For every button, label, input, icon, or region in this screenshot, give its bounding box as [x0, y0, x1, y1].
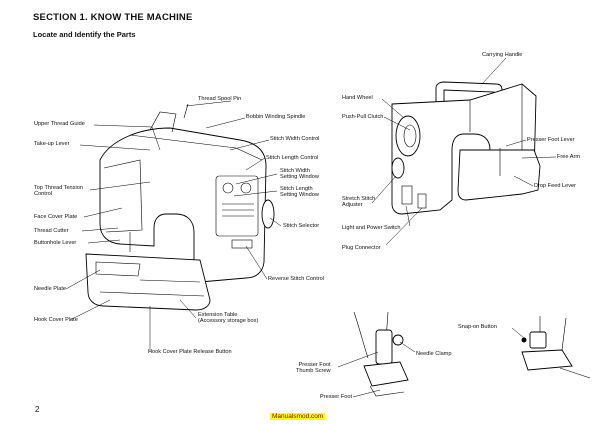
label-needle-plate: Needle Plate [34, 286, 67, 292]
label-hook-cover-plate: Hook Cover Plate [34, 317, 78, 323]
label-line: Top Thread Tension [34, 185, 83, 191]
leader-lines [65, 57, 557, 398]
snap-on-detail-illustration [521, 316, 591, 379]
label-buttonhole-lever: Buttonhole Lever [34, 240, 77, 246]
label-stitch-width-window: Stitch Width Setting Window [280, 168, 319, 181]
label-free-arm: Free Arm [557, 154, 581, 160]
label-line: Control [34, 191, 53, 198]
label-light-power-switch: Light and Power Switch [342, 225, 401, 231]
label-bobbin-winding-spindle: Bobbin Winding Spindle [246, 114, 306, 120]
label-line: Adjuster [342, 202, 363, 209]
label-face-cover-plate: Face Cover Plate [34, 214, 78, 220]
label-stitch-length-window: Stitch Length Setting Window [280, 186, 319, 199]
label-line: Extension Table [198, 312, 238, 318]
label-hook-cover-release-button: Hook Cover Plate Release Button [148, 349, 232, 355]
label-take-up-lever: Take-up Lever [34, 141, 70, 147]
label-stitch-length-control: Stitch Length Control [266, 155, 319, 161]
label-stitch-width-control: Stitch Width Control [270, 136, 320, 142]
label-carrying-handle: Carrying Handle [482, 52, 523, 58]
label-stretch-stitch-adjuster: Stretch Stitch Adjuster [342, 196, 375, 209]
label-line: Presser Foot [298, 362, 331, 368]
label-hand-wheel: Hand Wheel [342, 95, 373, 101]
label-line: Setting Window [280, 174, 319, 181]
label-line: (Accessory storage box) [198, 318, 259, 325]
label-extension-table: Extension Table (Accessory storage box) [198, 312, 258, 325]
presser-foot-detail-illustration [353, 311, 409, 397]
front-sewing-machine-illustration [85, 103, 275, 311]
label-drop-feed-lever: Drop Feed Lever [534, 183, 576, 189]
back-sewing-machine-illustration [391, 81, 541, 215]
label-plug-connector: Plug Connector [342, 245, 381, 251]
label-needle-clamp: Needle Clamp [416, 351, 452, 357]
label-upper-thread-guide: Upper Thread Guide [34, 121, 85, 127]
label-reverse-stitch-control: Reverse Stitch Control [268, 276, 324, 282]
label-line: Stitch Width [280, 168, 310, 174]
label-line: Stitch Length [280, 186, 313, 192]
label-presser-foot-thumb-screw: Presser Foot Thumb Screw [296, 362, 331, 375]
label-snap-on-button: Snap-on Button [458, 324, 497, 330]
label-thread-spool-pin: Thread Spool Pin [198, 96, 242, 102]
label-line: Stretch Stitch [342, 196, 376, 202]
watermark-link[interactable]: Manualsmod.com [270, 413, 326, 420]
label-presser-foot-lever: Presser Foot Lever [527, 137, 575, 143]
label-line: Setting Window [280, 192, 319, 199]
label-presser-foot: Presser Foot [320, 394, 353, 400]
page-number: 2 [35, 405, 40, 414]
section-title: SECTION 1. KNOW THE MACHINE [33, 12, 193, 23]
label-push-pull-clutch: Push-Pull Clutch [342, 114, 384, 120]
label-stitch-selector: Stitch Selector [283, 223, 320, 229]
label-top-thread-tension: Top Thread Tension Control [34, 185, 83, 198]
label-thread-cutter: Thread Cutter [34, 228, 69, 234]
page-subtitle: Locate and Identify the Parts [33, 30, 136, 39]
label-line: Thumb Screw [296, 368, 331, 375]
